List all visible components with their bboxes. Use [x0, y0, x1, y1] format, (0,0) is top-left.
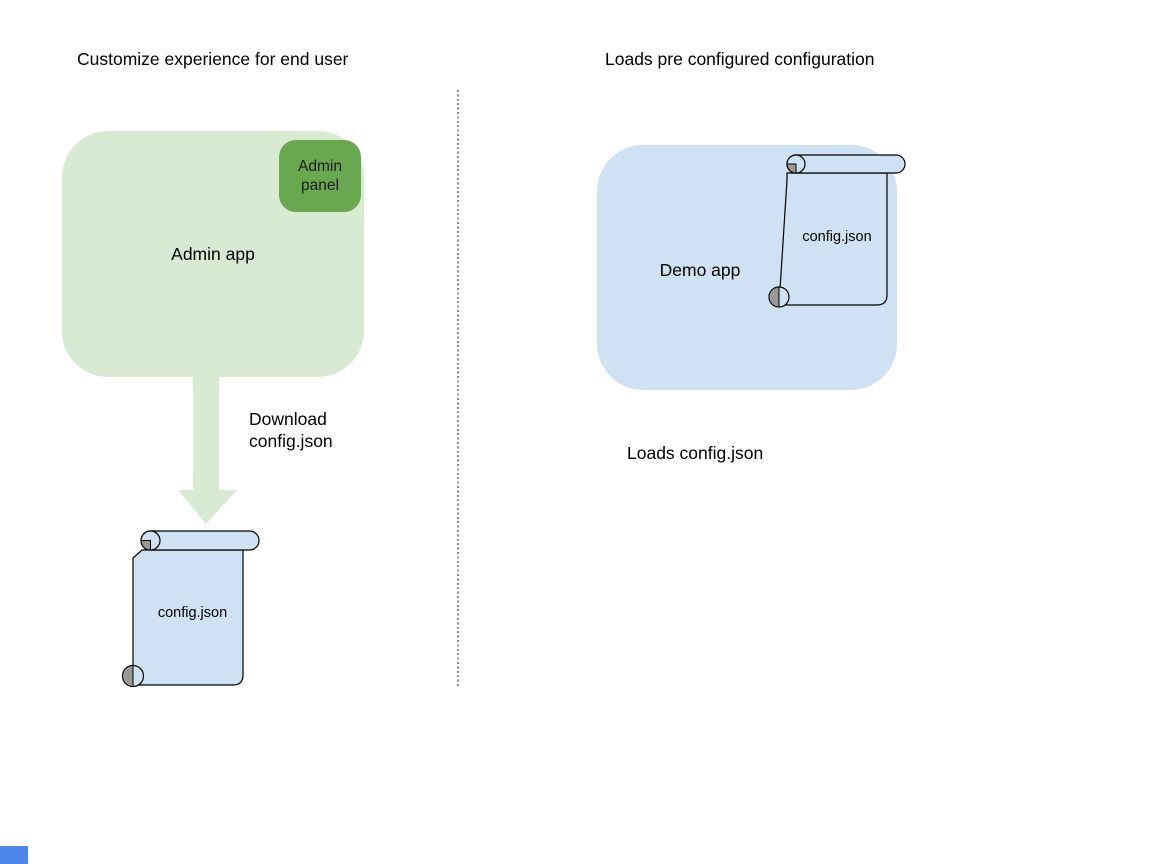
admin-app-label: Admin app [171, 243, 255, 264]
config-scroll-right [768, 154, 906, 308]
corner-marker [0, 846, 28, 864]
scroll-bottom-curl-shade [122, 664, 134, 688]
admin-panel-box: Admin panel [279, 140, 361, 212]
scroll-top-curl-shade [140, 540, 151, 551]
config-scroll-left-label: config.json [157, 605, 228, 621]
arrow-shape [178, 377, 237, 524]
section-divider [457, 90, 459, 687]
scroll-bottom-curl-shade [768, 286, 780, 308]
left-section-title: Customize experience for end user [77, 49, 349, 69]
config-scroll-left [121, 530, 260, 688]
demo-app-label: Demo app [659, 260, 741, 280]
loads-config-caption: Loads config.json [627, 443, 764, 463]
config-scroll-right-label: config.json [802, 229, 872, 245]
download-arrow-icon [178, 377, 237, 524]
download-arrow-label: Download config.json [249, 409, 333, 451]
scroll-body [132, 549, 244, 686]
scroll-body [778, 172, 888, 306]
admin-panel-label: Admin panel [298, 158, 342, 194]
right-section-title: Loads pre configured configuration [605, 49, 875, 69]
scroll-top-curl-shade [786, 163, 797, 174]
